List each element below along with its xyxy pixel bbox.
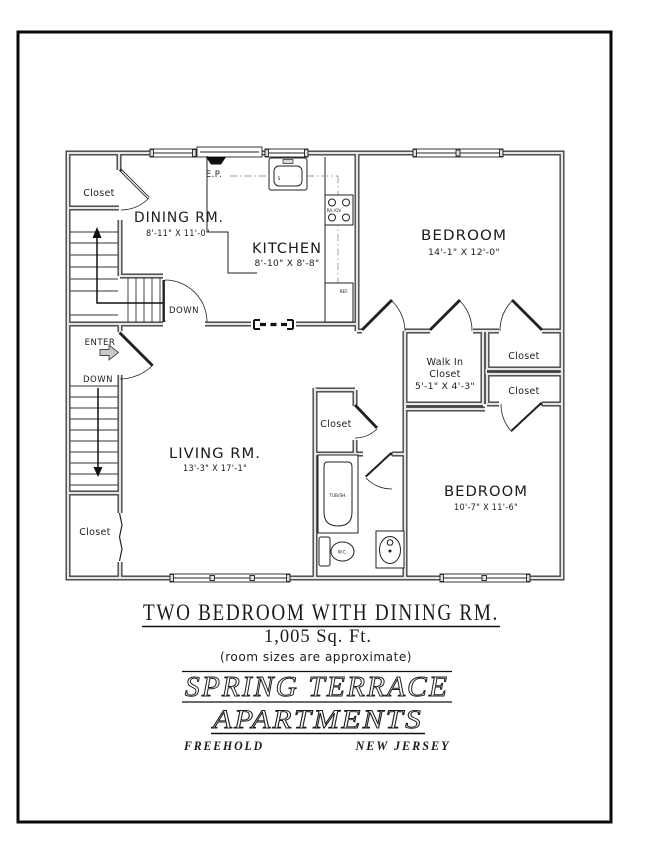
title-block: TWO BEDROOM WITH DINING RM. 1,005 Sq. Ft… bbox=[142, 600, 500, 753]
door-walkin-closet bbox=[428, 298, 473, 333]
down-label-lower: DOWN bbox=[83, 375, 113, 385]
door-entry bbox=[118, 330, 155, 380]
cased-opening bbox=[251, 319, 296, 330]
door-closet-top-left bbox=[118, 168, 151, 211]
bedroom1-dims: 14'-1" X 12'-0" bbox=[428, 248, 500, 258]
size-note: (room sizes are approximate) bbox=[220, 650, 412, 664]
property-name-line2: APARTMENTS bbox=[211, 705, 423, 734]
down-arrow-icon bbox=[93, 388, 103, 477]
property-name-line1: SPRING TERRACE bbox=[185, 672, 449, 703]
refrigerator: REF. bbox=[324, 282, 354, 323]
stairs-lower bbox=[70, 385, 118, 486]
bedroom2-label: BEDROOM bbox=[444, 484, 528, 500]
window-kitchen-right bbox=[264, 148, 309, 158]
window-dining bbox=[149, 148, 197, 158]
tub-label: TUB/SH. bbox=[328, 493, 346, 499]
sink-label: S bbox=[278, 176, 281, 182]
area-label: 1,005 Sq. Ft. bbox=[264, 626, 372, 647]
plan-title: TWO BEDROOM WITH DINING RM. bbox=[143, 600, 499, 625]
lavatory-sink bbox=[375, 530, 405, 569]
window-bedroom2 bbox=[439, 573, 531, 583]
window-living bbox=[169, 573, 291, 583]
door-closet-right-upper bbox=[499, 298, 544, 333]
doors bbox=[118, 168, 544, 562]
walkin-closet-label-2: Closet bbox=[429, 369, 460, 380]
range: RA./OV bbox=[324, 194, 354, 226]
bedroom1-label: BEDROOM bbox=[421, 228, 507, 244]
kitchen-sink: S bbox=[268, 157, 308, 191]
down-label-upper: DOWN bbox=[169, 306, 199, 316]
closet-top-left-label: Closet bbox=[83, 188, 114, 199]
door-closet-right-lower bbox=[500, 401, 544, 434]
closet-right-upper-label: Closet bbox=[508, 351, 539, 362]
door-bath-closet bbox=[353, 403, 379, 439]
enter-arrow-icon bbox=[99, 344, 120, 361]
stairs-upper bbox=[70, 227, 163, 322]
toilet-label: W.C. bbox=[338, 550, 348, 556]
closet-bottom-left-label: Closet bbox=[79, 527, 110, 538]
page-border bbox=[16, 30, 613, 824]
door-stairs-down bbox=[162, 279, 208, 323]
living-room-dims: 13'-3" X 17'-1" bbox=[183, 464, 247, 474]
enter-label: ENTER bbox=[85, 338, 116, 348]
electric-panel-icon bbox=[206, 157, 226, 165]
living-room-label: LIVING RM. bbox=[169, 446, 261, 462]
refrigerator-label: REF. bbox=[340, 289, 349, 295]
bath-closet-label: Closet bbox=[320, 419, 351, 430]
door-bathroom bbox=[364, 451, 394, 490]
bathtub: TUB/SH. bbox=[317, 454, 359, 534]
up-arrow-icon bbox=[92, 227, 163, 304]
toilet: W.C. bbox=[318, 536, 355, 567]
kitchen-label: KITCHEN bbox=[252, 241, 322, 257]
walkin-closet-dims: 5'-1" X 4'-3" bbox=[415, 382, 475, 392]
range-label: RA./OV bbox=[327, 208, 342, 214]
dining-room-label: DINING RM. bbox=[134, 210, 224, 226]
electric-panel-label: E.P. bbox=[206, 170, 223, 180]
bifold-door-closet-bottom-left bbox=[118, 512, 123, 562]
closet-right-lower-label: Closet bbox=[508, 386, 539, 397]
windows bbox=[149, 146, 531, 583]
window-bedroom1 bbox=[412, 148, 504, 158]
dining-room-dims: 8'-11" X 11'-0" bbox=[146, 229, 210, 239]
kitchen-dims: 8'-10" X 8'-8" bbox=[255, 259, 320, 269]
window-kitchen-left bbox=[196, 146, 263, 158]
bedroom2-dims: 10'-7" X 11'-6" bbox=[454, 503, 518, 513]
walkin-closet-label-1: Walk In bbox=[427, 357, 464, 368]
city-label: FREEHOLD bbox=[183, 739, 264, 753]
door-bedroom1 bbox=[360, 298, 406, 333]
state-label: NEW JERSEY bbox=[355, 739, 451, 753]
